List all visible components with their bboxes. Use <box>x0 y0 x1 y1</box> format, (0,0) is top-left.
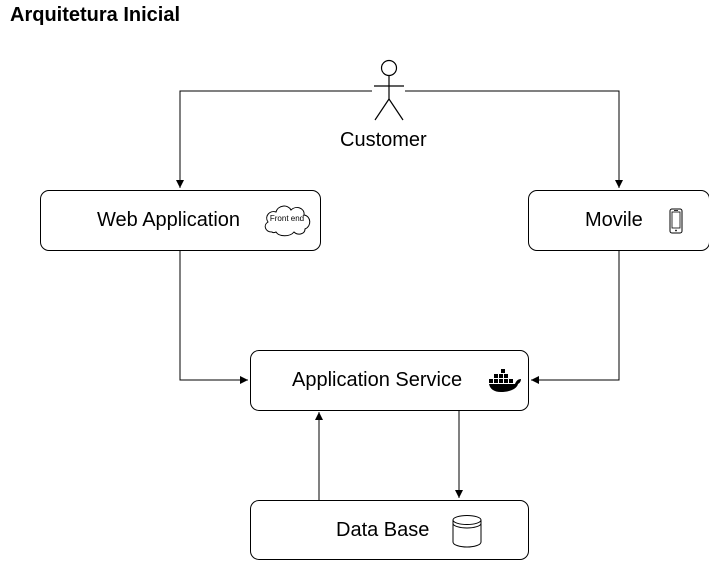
mobile-label: Movile <box>585 209 643 231</box>
edge-customer-to-mobile <box>405 90 623 188</box>
stick-figure-icon <box>374 59 404 121</box>
actor-label: Customer <box>340 129 427 151</box>
database-cylinder-icon <box>452 515 482 548</box>
cloud-icon: Front end <box>262 202 312 238</box>
application-service-node[interactable]: Application Service <box>250 350 529 411</box>
mobile-node[interactable]: Movile <box>528 190 709 251</box>
docker-whale-icon <box>489 369 521 392</box>
web-application-node[interactable]: Web Application Front end <box>40 190 321 251</box>
database-label: Data Base <box>336 519 430 541</box>
smartphone-icon <box>669 208 683 234</box>
page-title: Arquitetura Inicial <box>10 4 181 26</box>
application-service-label: Application Service <box>292 369 463 391</box>
front-end-badge: Front end <box>269 214 305 223</box>
edge-mobile-to-application-service <box>531 251 620 384</box>
web-application-label: Web Application <box>97 209 241 231</box>
database-node[interactable]: Data Base <box>250 500 529 560</box>
edge-web-application-to-application-service <box>179 251 248 384</box>
edge-customer-to-web-application <box>176 90 372 188</box>
